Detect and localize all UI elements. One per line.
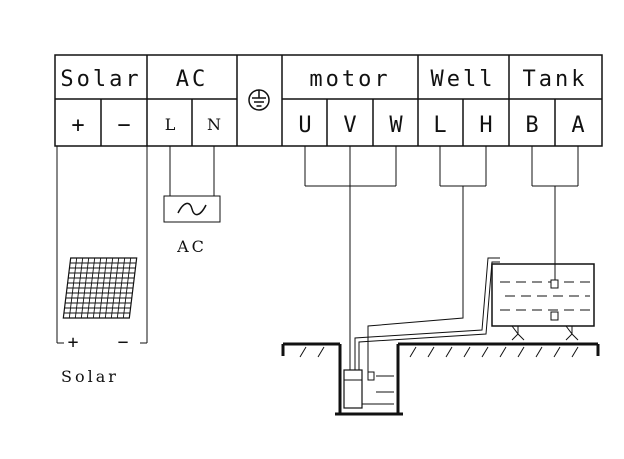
group-label-well: Well [431, 67, 496, 92]
tank-wiring [531, 146, 579, 280]
terminal-solar-plus: + [71, 113, 84, 138]
ground-line [281, 342, 600, 358]
solar-wiring [56, 146, 148, 344]
terminal-tank-a: A [571, 113, 584, 138]
terminal-ac-n: N [207, 115, 221, 134]
solar-panel-minus: − [118, 332, 129, 353]
terminal-well-h: H [479, 113, 492, 138]
terminal-ac-l: L [165, 115, 176, 134]
terminal-motor-w: W [389, 113, 403, 138]
well-wiring [367, 146, 487, 372]
group-label-solar: Solar [60, 67, 141, 92]
terminal-well-l: L [433, 113, 446, 138]
terminal-solar-minus: − [117, 113, 130, 138]
motor-wiring [304, 146, 397, 370]
solar-panel-plus: + [68, 332, 79, 353]
ac-wiring [169, 146, 215, 196]
terminal-tank-b: B [525, 113, 538, 138]
group-label-ac: AC [176, 67, 209, 92]
terminal-motor-v: V [343, 113, 356, 138]
terminal-motor-u: U [298, 113, 311, 138]
ac-source-icon [163, 195, 221, 223]
earth-ground-icon [248, 89, 270, 111]
terminal-block [54, 54, 603, 147]
solar-panel-label: Solar [61, 367, 119, 386]
group-label-tank: Tank [523, 67, 588, 92]
solar-panel-icon [62, 257, 138, 319]
delivery-pipe [354, 257, 500, 370]
ac-source-label: AC [176, 237, 207, 256]
submersible-pump-icon [343, 369, 375, 409]
water-tank-icon [491, 263, 595, 341]
group-label-motor: motor [309, 67, 390, 92]
